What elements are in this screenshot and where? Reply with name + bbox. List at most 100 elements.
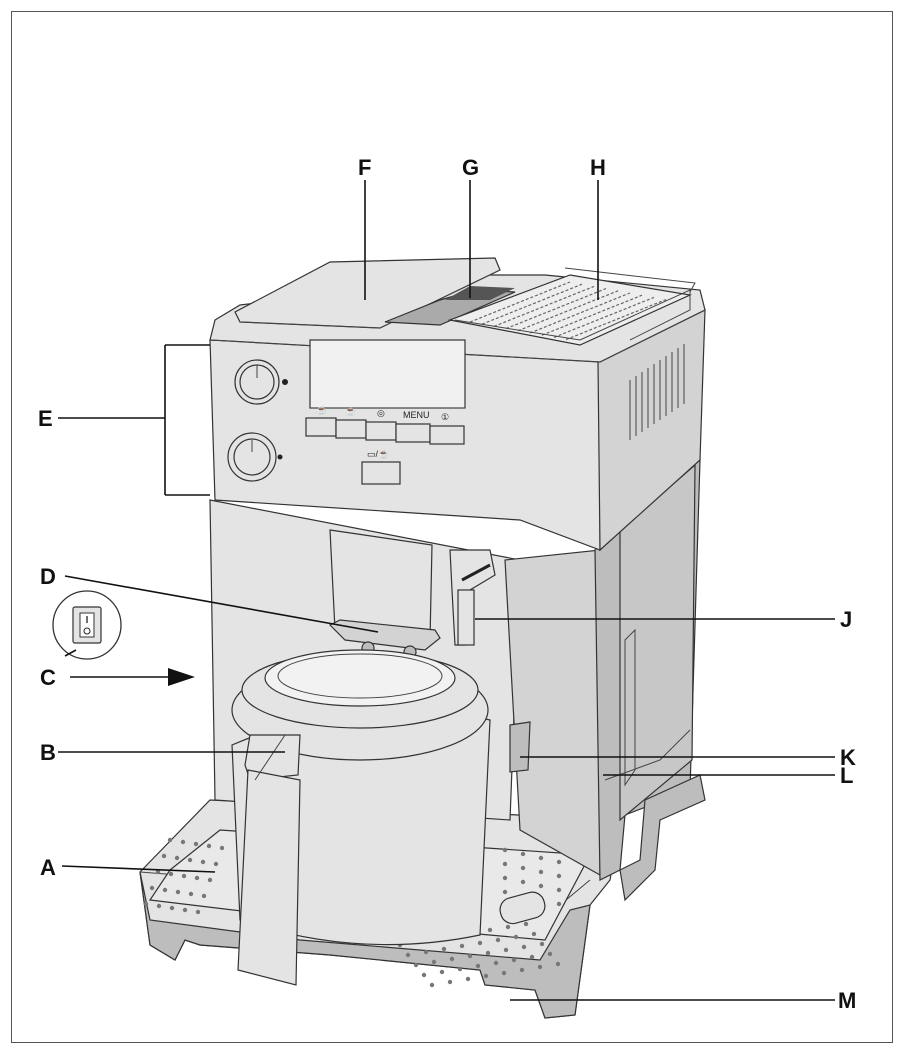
tray-hole (441, 946, 447, 952)
tray-hole (511, 957, 517, 963)
tray-hole (493, 960, 499, 966)
tray-hole (447, 979, 453, 985)
rack-slat (469, 281, 571, 323)
leader-e (58, 344, 210, 496)
tray-hole (169, 905, 175, 911)
tray-hole (537, 964, 543, 970)
tray-hole (174, 855, 180, 861)
two-cups-button (335, 419, 367, 439)
tray-hole (502, 847, 508, 853)
control-buttons (305, 417, 465, 485)
tray-hole (465, 976, 471, 982)
tray-hole (168, 871, 174, 877)
label-l: L (840, 763, 853, 788)
tray-hole (413, 962, 419, 968)
tray-hole (187, 857, 193, 863)
callout-labels: F G H E D C B A J K L M (38, 155, 856, 1013)
grounds-container-handle (509, 721, 531, 773)
tray-hole (429, 982, 435, 988)
tray-hole (423, 949, 429, 955)
tray-hole (181, 873, 187, 879)
label-d: D (40, 564, 56, 589)
rack-slat (529, 292, 631, 334)
tray-hole (502, 889, 508, 895)
svg-text:①: ① (441, 412, 449, 422)
tray-hole (467, 953, 473, 959)
rinse-button (365, 421, 397, 441)
tray-hole (143, 901, 149, 907)
cup-quantity-knob (227, 432, 283, 482)
tray-hole (502, 861, 508, 867)
tray-hole (483, 973, 489, 979)
tray-hole (201, 893, 207, 899)
rack-slat (565, 299, 667, 341)
tray-hole (556, 887, 562, 893)
tray-hole (439, 969, 445, 975)
tray-hole (538, 883, 544, 889)
power-button (429, 425, 465, 445)
tray-hole (547, 951, 553, 957)
tray-hole (520, 851, 526, 857)
tray-hole (206, 843, 212, 849)
tray-hole (457, 966, 463, 972)
tray-hole (477, 940, 483, 946)
label-j: J (840, 607, 852, 632)
menu-label: MENU (403, 410, 430, 420)
one-cup-button (305, 417, 337, 437)
tray-hole (556, 901, 562, 907)
leader-lines (58, 180, 835, 1001)
label-m: M (838, 988, 856, 1013)
tray-hole (167, 837, 173, 843)
hot-water-nozzle (449, 549, 496, 646)
tray-hole (194, 875, 200, 881)
leader-c-inset (64, 649, 77, 657)
tray-hole (162, 887, 168, 893)
label-k: K (840, 745, 856, 770)
tray-hole (475, 963, 481, 969)
label-c: C (40, 665, 56, 690)
tray-hole (503, 947, 509, 953)
tray-hole (149, 885, 155, 891)
main-switch-inset (52, 590, 122, 660)
tray-hole (175, 889, 181, 895)
tray-hole (161, 853, 167, 859)
tray-hole (539, 941, 545, 947)
tray-hole (421, 972, 427, 978)
leader-d (64, 575, 379, 633)
tray-hole (188, 891, 194, 897)
svg-text:▭/☕: ▭/☕ (367, 448, 389, 459)
tray-hole (523, 921, 529, 927)
tray-hole (156, 903, 162, 909)
rack-slat (505, 288, 607, 330)
tray-hole (207, 877, 213, 883)
tray-hole (501, 970, 507, 976)
tray-hole (538, 855, 544, 861)
tray-hole (520, 879, 526, 885)
side-vents (629, 344, 685, 440)
bean-container-lid (234, 257, 501, 329)
drip-tray-float (499, 891, 546, 925)
tray-hole (459, 943, 465, 949)
grinder-adjust (384, 286, 516, 326)
tray-hole (180, 839, 186, 845)
label-b: B (40, 740, 56, 765)
rack-slat (541, 294, 643, 336)
tray-hole (520, 865, 526, 871)
svg-text:☕: ☕ (345, 405, 356, 416)
label-a: A (40, 855, 56, 880)
tray-hole (556, 873, 562, 879)
svg-text:◎: ◎ (377, 408, 385, 418)
drip-tray-holes (143, 837, 562, 988)
rack-slat (481, 283, 583, 325)
tray-hole (513, 934, 519, 940)
thermal-carafe (231, 649, 491, 986)
label-f: F (358, 155, 371, 180)
tray-hole (555, 961, 561, 967)
tray-hole (495, 937, 501, 943)
leader-a (61, 865, 216, 873)
tray-hole (405, 952, 411, 958)
display-screen (309, 339, 466, 409)
label-g: G (462, 155, 479, 180)
tray-hole (213, 861, 219, 867)
